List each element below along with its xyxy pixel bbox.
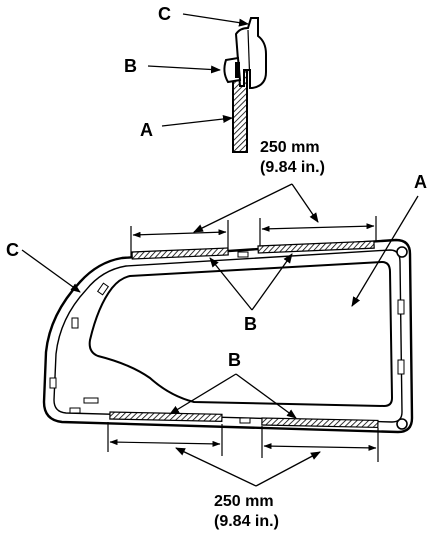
corner-bolt-top bbox=[396, 246, 408, 258]
label-c-top: C bbox=[158, 4, 171, 24]
callout-a-top bbox=[161, 115, 233, 127]
bottom-molding-strip-left bbox=[109, 411, 223, 422]
label-c-left: C bbox=[6, 240, 19, 260]
bottom-dimension: 250 mm (9.84 in.) bbox=[107, 422, 379, 530]
label-a-top: A bbox=[140, 120, 153, 140]
bottom-dimension-in: (9.84 in.) bbox=[214, 513, 279, 530]
cross-section-detail: C B A bbox=[124, 4, 267, 153]
molding-section bbox=[234, 17, 267, 89]
label-b-lower: B bbox=[228, 350, 241, 370]
window-assembly bbox=[42, 238, 414, 434]
bottom-dimension-mm: 250 mm bbox=[214, 493, 274, 510]
callout-c-top bbox=[182, 13, 249, 27]
bottom-molding-strip-right bbox=[261, 417, 379, 429]
label-b-upper: B bbox=[244, 314, 257, 334]
assembly-callouts: A C B B bbox=[6, 172, 427, 419]
top-dimension-mm: 250 mm bbox=[260, 139, 320, 156]
top-dimension-in: (9.84 in.) bbox=[260, 159, 325, 176]
label-b-top: B bbox=[124, 56, 137, 76]
top-molding-strip-left bbox=[131, 247, 229, 260]
glass-pane bbox=[88, 260, 394, 408]
top-dimension: 250 mm (9.84 in.) bbox=[130, 139, 377, 262]
corner-bolt-bottom bbox=[396, 418, 408, 430]
callout-b-top bbox=[147, 65, 221, 74]
top-molding-strip-right bbox=[257, 240, 375, 254]
label-a-right: A bbox=[414, 172, 427, 192]
